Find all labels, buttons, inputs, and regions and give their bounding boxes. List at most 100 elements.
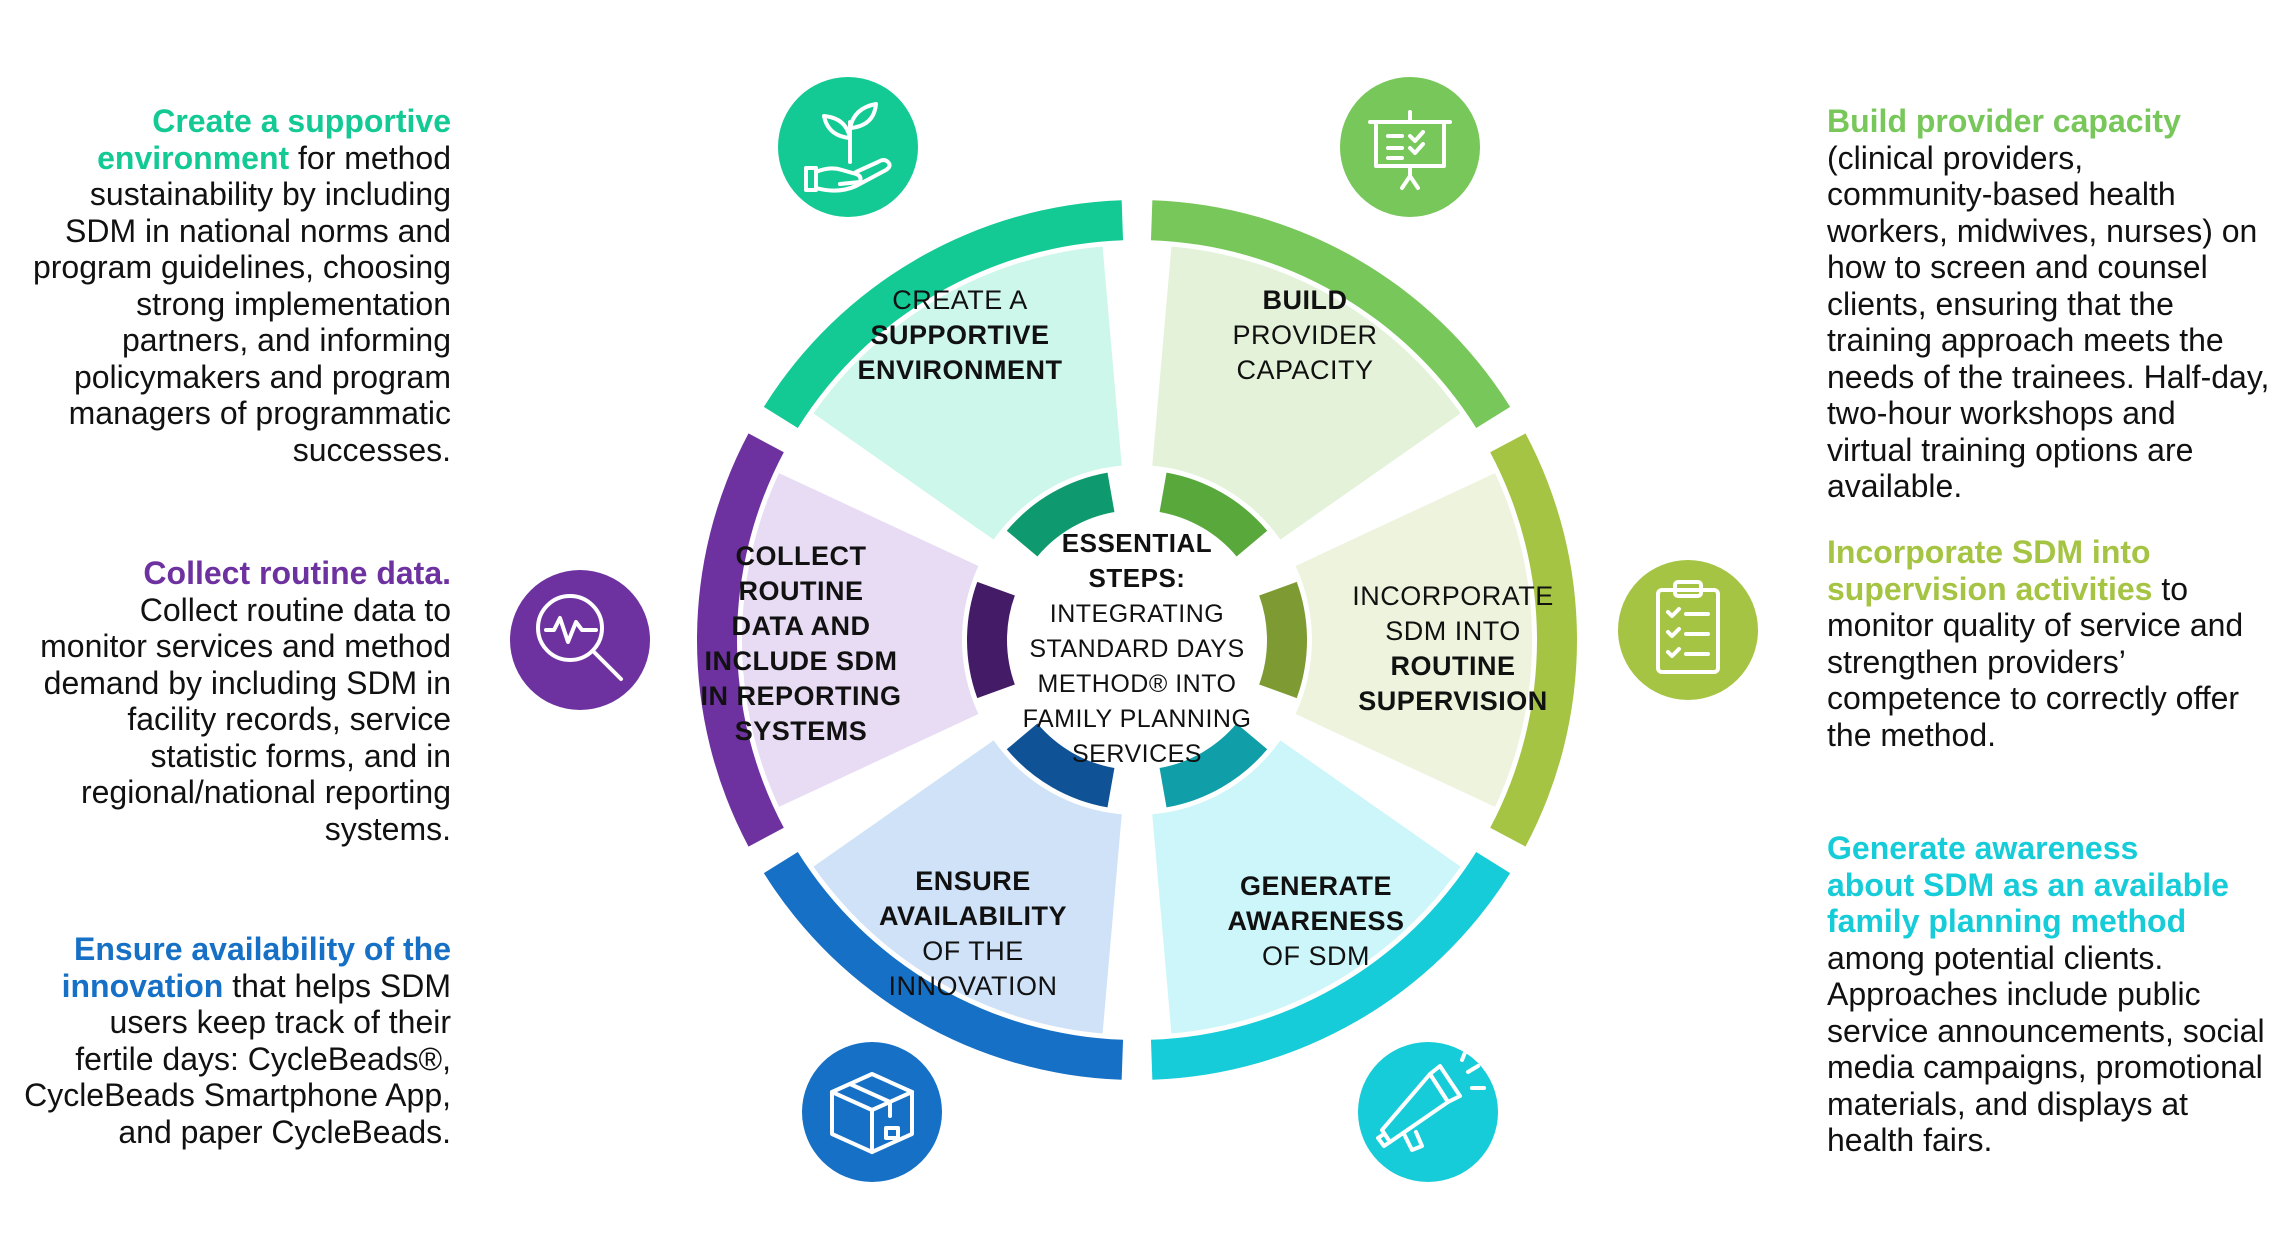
data-line: regional/national reporting bbox=[80, 774, 451, 810]
wheel-segments bbox=[697, 200, 1577, 1080]
provider-line: workers, midwives, nurses) on bbox=[1827, 212, 2258, 249]
segment-label-line: OF THE bbox=[922, 936, 1024, 966]
segment-label-line: CAPACITY bbox=[1236, 355, 1373, 385]
segment-label-line: SYSTEMS bbox=[735, 716, 868, 746]
provider-line: needs of the trainees. Half-day, bbox=[1827, 358, 2270, 395]
segment-label-line: AWARENESS bbox=[1227, 906, 1404, 936]
center-label-line: FAMILY PLANNING bbox=[1023, 705, 1252, 733]
segment-label-line: CREATE A bbox=[892, 285, 1028, 315]
center-label-line: STEPS: bbox=[1089, 563, 1186, 593]
segment-label-line: IN REPORTING bbox=[700, 681, 901, 711]
availability-segment-label: ENSURE AVAILABILITY OF THE INNOVATION bbox=[879, 866, 1067, 1001]
presentation-board-icon bbox=[1340, 77, 1480, 217]
supervision-segment-label: INCORPORATE SDM INTO ROUTINE SUPERVISION bbox=[1352, 581, 1554, 716]
center-label-line: ESSENTIAL bbox=[1062, 528, 1212, 558]
supportive-outer-arc bbox=[763, 200, 1124, 429]
clipboard-checklist-icon bbox=[1618, 560, 1758, 700]
provider-segment-fill bbox=[1152, 246, 1461, 540]
segment-label-line: DATA AND bbox=[732, 611, 871, 641]
supportive-segment-fill bbox=[813, 246, 1122, 540]
awareness-segment-label: GENERATE AWARENESS OF SDM bbox=[1227, 871, 1404, 971]
supervision-body-start: to bbox=[2152, 570, 2189, 607]
awareness-line: among potential clients. bbox=[1827, 939, 2164, 976]
segment-label-line: GENERATE bbox=[1240, 871, 1392, 901]
center-label-line: STANDARD DAYS bbox=[1029, 635, 1244, 663]
segment-label-line: INCLUDE SDM bbox=[705, 646, 898, 676]
data-line: statistic forms, and in bbox=[150, 737, 451, 774]
supportive-highlight: Create a supportive bbox=[152, 103, 451, 139]
provider-outer-arc bbox=[1150, 200, 1511, 429]
provider-line: clients, ensuring that the bbox=[1827, 285, 2174, 322]
awareness-line: service announcements, social bbox=[1827, 1012, 2265, 1049]
availability-description: Ensure availability of the innovation th… bbox=[11, 931, 451, 1150]
awareness-highlight-3: family planning method bbox=[1827, 903, 2187, 939]
supervision-description: Incorporate SDM into supervision activit… bbox=[1827, 534, 2272, 753]
segment-label-line: SUPERVISION bbox=[1358, 686, 1548, 716]
awareness-line: materials, and displays at bbox=[1827, 1085, 2189, 1122]
provider-line: training approach meets the bbox=[1827, 322, 2224, 358]
supportive-segment-label: CREATE A SUPPORTIVE ENVIRONMENT bbox=[857, 285, 1062, 385]
data-outer-arc bbox=[697, 433, 784, 847]
provider-line: how to screen and counsel bbox=[1827, 249, 2208, 285]
data-inner-arc bbox=[967, 581, 1015, 699]
supportive-description: Create a supportive environment for meth… bbox=[11, 103, 451, 468]
provider-line: available. bbox=[1827, 468, 1963, 504]
supervision-highlight-2: supervision activities bbox=[1827, 570, 2153, 607]
provider-line: (clinical providers, bbox=[1827, 139, 2084, 176]
segment-label-line: INCORPORATE bbox=[1352, 581, 1554, 611]
segment-label-line: BUILD bbox=[1263, 285, 1348, 315]
provider-segment-label: BUILD PROVIDER CAPACITY bbox=[1232, 285, 1377, 385]
availability-line: users keep track of their bbox=[109, 1004, 451, 1040]
segment-label-line: OF SDM bbox=[1262, 941, 1370, 971]
supportive-highlight-2: environment bbox=[97, 139, 290, 176]
supportive-body-start: for method bbox=[289, 139, 451, 176]
megaphone-icon bbox=[1358, 1042, 1498, 1182]
segment-label-line: PROVIDER bbox=[1232, 320, 1377, 350]
supervision-line: competence to correctly offer bbox=[1827, 680, 2240, 716]
awareness-highlight: Generate awareness bbox=[1827, 830, 2139, 866]
data-segment-fill bbox=[741, 473, 979, 807]
supportive-inner-arc bbox=[1006, 472, 1115, 557]
awareness-line: media campaigns, promotional bbox=[1827, 1049, 2263, 1085]
segment-label-line: INNOVATION bbox=[888, 971, 1057, 1001]
availability-body-start: that helps SDM bbox=[223, 967, 451, 1004]
awareness-outer-arc bbox=[1150, 851, 1511, 1080]
data-line: Collect routine data to bbox=[139, 591, 451, 628]
availability-highlight: Ensure availability of the bbox=[74, 931, 451, 967]
supportive-line: strong implementation bbox=[136, 285, 451, 322]
segment-label-line: ROUTINE bbox=[1391, 651, 1516, 681]
center-label-line: INTEGRATING bbox=[1050, 600, 1224, 628]
supportive-line: policymakers and program bbox=[73, 358, 451, 395]
availability-inner-arc bbox=[1006, 723, 1115, 808]
magnifier-chart-icon bbox=[510, 570, 650, 710]
supervision-inner-arc bbox=[1259, 581, 1307, 699]
segment-label-line: ENVIRONMENT bbox=[857, 355, 1062, 385]
availability-line: fertile days: CycleBeads®, bbox=[75, 1040, 451, 1077]
provider-line: community-based health bbox=[1827, 176, 2176, 212]
awareness-highlight-2: about SDM as an available bbox=[1827, 866, 2229, 903]
supervision-outer-arc bbox=[1490, 433, 1577, 847]
provider-inner-arc bbox=[1159, 472, 1268, 557]
provider-line: virtual training options are bbox=[1827, 431, 2194, 468]
data-line: monitor services and method bbox=[40, 628, 451, 664]
supervision-line: the method. bbox=[1827, 716, 1996, 753]
data-segment-label: COLLECT ROUTINE DATA AND INCLUDE SDM IN … bbox=[700, 541, 901, 746]
segment-label-line: AVAILABILITY bbox=[879, 901, 1067, 931]
awareness-line: health fairs. bbox=[1827, 1122, 1993, 1158]
segment-label-line: ROUTINE bbox=[739, 576, 864, 606]
awareness-line: Approaches include public bbox=[1827, 976, 2201, 1012]
supportive-line: managers of programmatic bbox=[68, 395, 451, 431]
supervision-segment-fill bbox=[1295, 473, 1532, 807]
data-line: systems. bbox=[324, 810, 451, 847]
segment-label-line: ENSURE bbox=[915, 866, 1031, 896]
center-label-line: METHOD® INTO bbox=[1038, 670, 1237, 698]
segment-label-line: SDM INTO bbox=[1385, 616, 1521, 646]
supportive-line: sustainability by including bbox=[89, 176, 451, 212]
availability-line: CycleBeads Smartphone App, bbox=[24, 1077, 451, 1113]
availability-line: and paper CycleBeads. bbox=[118, 1113, 451, 1150]
awareness-segment-fill bbox=[1152, 740, 1461, 1034]
availability-highlight-2: innovation bbox=[61, 967, 224, 1004]
supportive-line: successes. bbox=[292, 431, 451, 468]
awareness-inner-arc bbox=[1159, 723, 1268, 808]
